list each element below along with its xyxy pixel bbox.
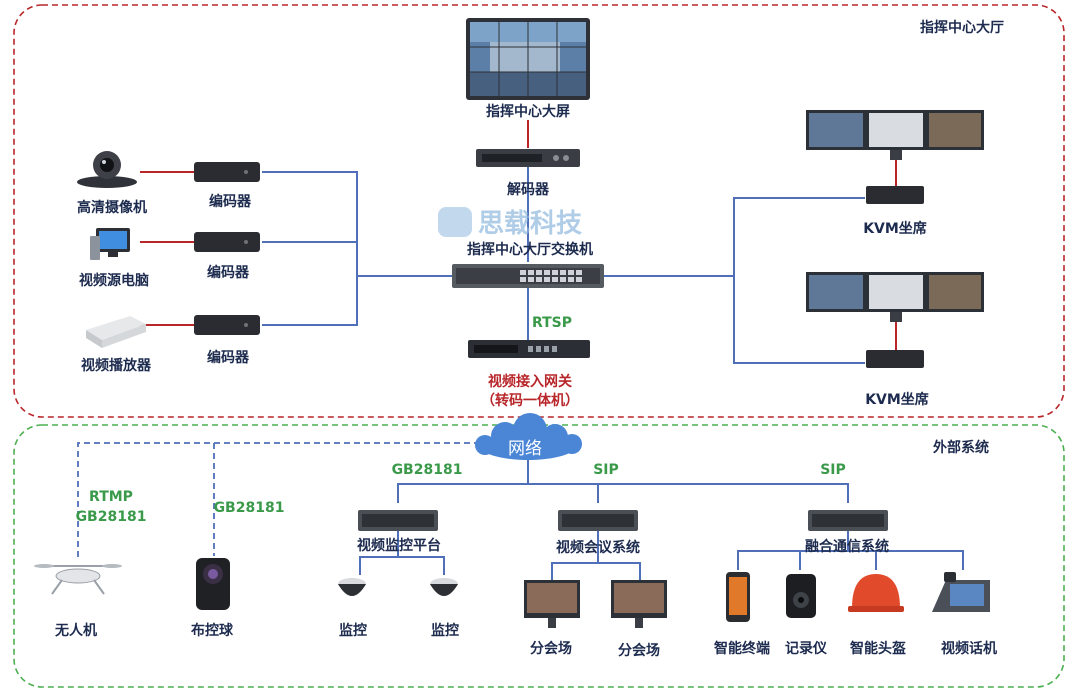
fusion-server-icon xyxy=(808,510,888,531)
wireless-links xyxy=(77,442,490,560)
gb28181-drone-label: GB28181 xyxy=(75,509,147,525)
command-hall-title: 指挥中心大厅 xyxy=(920,20,1004,36)
kvm-host-icon-1 xyxy=(866,186,924,204)
watermark: 思载科技 xyxy=(478,209,583,239)
deployment-ball-label: 布控球 xyxy=(191,623,233,639)
smart-terminal-icon xyxy=(726,572,750,622)
recorder-label: 记录仪 xyxy=(785,641,827,657)
gb28181-vms-label: GB28181 xyxy=(391,462,463,478)
vms-server-icon xyxy=(358,510,438,531)
smart-helmet-label: 智能头盔 xyxy=(850,641,906,657)
venue-monitor-icon-2 xyxy=(611,580,667,628)
watermark-logo-icon xyxy=(438,207,472,237)
sip-conference-label: SIP xyxy=(593,462,619,478)
decoder-icon xyxy=(476,149,580,167)
network-cloud-icon xyxy=(475,413,582,460)
smart-terminal-label: 智能终端 xyxy=(714,641,770,657)
venue-label-2: 分会场 xyxy=(618,643,660,659)
hd-camera-icon xyxy=(77,151,137,188)
external-system-zone xyxy=(13,424,1065,688)
switch-label: 指挥中心大厅交换机 xyxy=(467,242,593,258)
gateway-sublabel: （转码一体机） xyxy=(481,393,579,409)
surveillance-label-2: 监控 xyxy=(431,623,459,639)
kvm-label-2: KVM坐席 xyxy=(865,392,929,408)
big-screen-label: 指挥中心大屏 xyxy=(486,104,570,120)
source-pc-icon xyxy=(90,228,130,260)
gateway-label: 视频接入网关 xyxy=(488,374,572,390)
video-phone-label: 视频话机 xyxy=(941,641,997,657)
rtmp-label: RTMP xyxy=(89,489,133,505)
surveillance-label-1: 监控 xyxy=(339,623,367,639)
external-system-title: 外部系统 xyxy=(933,440,989,456)
encoder-icons xyxy=(194,162,260,335)
encoder-label-3: 编码器 xyxy=(207,350,249,366)
kvm-monitor-icon-2 xyxy=(806,272,984,322)
drone-label: 无人机 xyxy=(55,623,97,639)
kvm-host-icon-2 xyxy=(866,350,924,368)
rtsp-label: RTSP xyxy=(531,315,573,331)
conference-server-icon xyxy=(558,510,638,531)
decoder-label: 解码器 xyxy=(507,182,549,198)
video-phone-icon xyxy=(932,572,990,612)
source-pc-label: 视频源电脑 xyxy=(79,273,149,289)
surveillance-camera-icon-2 xyxy=(430,578,458,596)
encoder-label-2: 编码器 xyxy=(207,265,249,281)
vms-label: 视频监控平台 xyxy=(357,538,441,554)
deployment-ball-icon xyxy=(196,558,230,610)
encoder-label-1: 编码器 xyxy=(209,194,251,210)
video-player-label: 视频播放器 xyxy=(81,358,151,374)
venue-monitor-icon-1 xyxy=(524,580,580,628)
gateway-icon xyxy=(468,340,590,358)
video-wall-icon xyxy=(466,18,590,100)
conference-label: 视频会议系统 xyxy=(556,540,640,556)
recorder-icon xyxy=(786,574,816,618)
hd-camera-label: 高清摄像机 xyxy=(77,200,147,216)
switch-icon xyxy=(452,264,604,288)
sip-fusion-label: SIP xyxy=(820,462,846,478)
surveillance-camera-icon-1 xyxy=(338,578,366,596)
network-label: 网络 xyxy=(508,439,542,459)
red-links xyxy=(140,120,897,350)
fusion-label: 融合通信系统 xyxy=(805,539,889,555)
smart-helmet-icon xyxy=(848,574,904,612)
gb28181-dome-label: GB28181 xyxy=(213,500,285,516)
video-player-icon xyxy=(86,316,146,348)
drone-icon xyxy=(34,564,122,595)
venue-label-1: 分会场 xyxy=(530,641,572,657)
kvm-label-1: KVM坐席 xyxy=(863,221,927,237)
blue-links xyxy=(262,167,964,580)
kvm-monitor-icon-1 xyxy=(806,110,984,160)
